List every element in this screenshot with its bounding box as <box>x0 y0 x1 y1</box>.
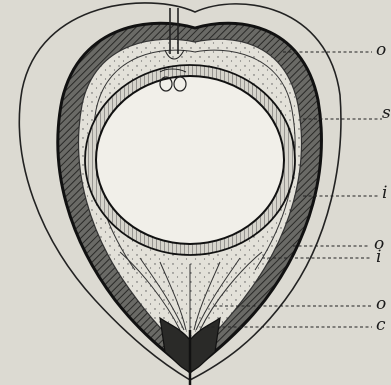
label-o-outer: o <box>376 42 386 59</box>
label-s-seed-coat: s <box>382 105 391 122</box>
label-i-integument: i <box>382 185 387 202</box>
label-i-lower: i <box>376 249 381 266</box>
label-o-lower: o <box>376 296 386 313</box>
label-c-chalaza: c <box>376 317 386 334</box>
